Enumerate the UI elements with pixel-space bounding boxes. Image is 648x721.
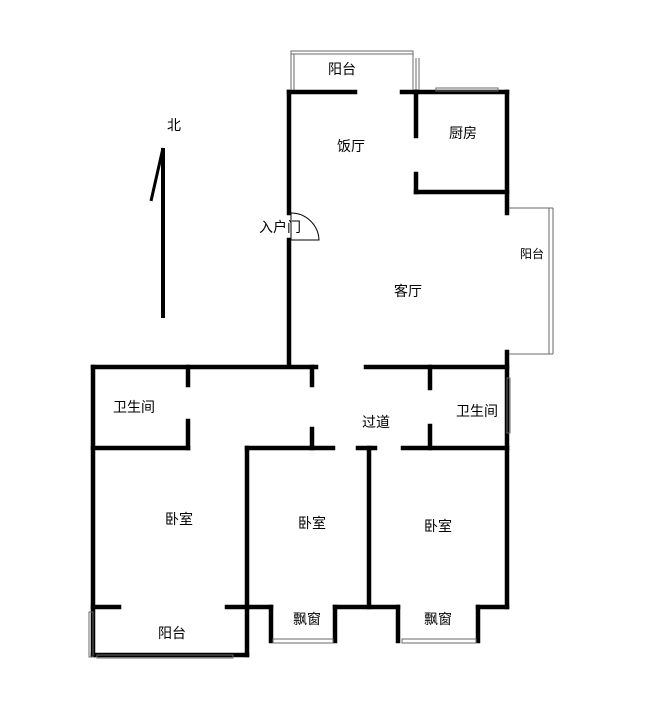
dining-label: 饭厅 (337, 139, 365, 155)
living-label: 客厅 (394, 284, 422, 300)
north-label: 北 (167, 118, 181, 134)
bath-left-label: 卫生间 (113, 400, 155, 416)
corridor-label: 过道 (362, 415, 390, 431)
bay-window-mid-label: 飘窗 (293, 612, 321, 628)
entrance-label: 入户门 (259, 220, 301, 236)
bath-right-label: 卫生间 (456, 404, 498, 420)
bedroom-right-label: 卧室 (424, 519, 452, 535)
bedroom-left-label: 卧室 (165, 512, 193, 528)
balcony-bottom-label: 阳台 (158, 626, 186, 642)
windows (88, 50, 554, 659)
bay-window-right-label: 飘窗 (424, 612, 452, 628)
kitchen-label: 厨房 (449, 126, 477, 142)
balcony-top-label: 阳台 (328, 62, 356, 78)
entrance-door-icon (290, 212, 320, 241)
north-arrow-icon (149, 147, 165, 318)
bedroom-mid-label: 卧室 (298, 516, 326, 532)
balcony-right-label: 阳台 (520, 247, 545, 261)
